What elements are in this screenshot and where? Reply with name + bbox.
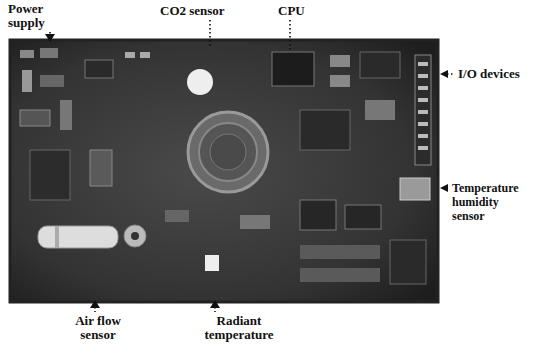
co2-sensor-core <box>210 134 246 170</box>
mounting-hole <box>131 232 139 240</box>
component <box>40 75 64 87</box>
arrowhead <box>45 34 55 42</box>
pin <box>418 146 428 150</box>
leader-line <box>289 20 291 50</box>
pin <box>418 86 428 90</box>
arrowhead <box>440 184 448 192</box>
component <box>330 55 350 67</box>
leader-line <box>49 32 51 34</box>
component <box>140 52 150 58</box>
component <box>365 100 395 120</box>
callout-label: CPU <box>278 4 318 18</box>
board-edge <box>10 40 438 302</box>
arrowhead <box>210 300 220 308</box>
component <box>60 100 72 130</box>
component <box>300 268 380 282</box>
pin <box>418 122 428 126</box>
component <box>90 150 112 186</box>
mounting-ring <box>124 225 146 247</box>
chip <box>360 52 400 78</box>
co2-sensor-mesh <box>199 123 257 181</box>
component <box>40 48 58 58</box>
callout-label: CO2 sensor <box>160 4 260 18</box>
capacitor <box>187 69 213 95</box>
callout-label: Temperature humidity sensor <box>452 181 534 223</box>
pin <box>418 110 428 114</box>
cpu-chip <box>272 52 314 86</box>
component <box>20 50 34 58</box>
leader-line <box>447 73 455 75</box>
chip <box>300 110 350 150</box>
leader-line <box>209 20 211 48</box>
pin <box>418 74 428 78</box>
chip <box>300 200 336 230</box>
component <box>330 75 350 87</box>
component <box>22 70 32 92</box>
circuit-board <box>10 40 438 302</box>
radiant-temperature-sensor <box>205 255 219 271</box>
temperature-humidity-sensor <box>400 178 430 200</box>
component <box>20 110 50 126</box>
callout-label: Air flow sensor <box>70 314 126 342</box>
callout-label: I/O devices <box>458 67 534 81</box>
chip <box>30 150 70 200</box>
chip <box>345 205 381 229</box>
arrowhead <box>440 70 448 78</box>
callout-label: Radiant temperature <box>196 314 282 342</box>
chip <box>390 240 426 284</box>
callout-label: Power supply <box>8 2 58 30</box>
component <box>125 52 135 58</box>
component <box>300 245 380 259</box>
air-flow-sensor <box>38 226 118 248</box>
component <box>165 210 189 222</box>
component <box>240 215 270 229</box>
pin <box>418 98 428 102</box>
air-flow-sensor-band <box>55 226 59 248</box>
pin <box>418 134 428 138</box>
io-connector <box>415 55 431 165</box>
pin <box>418 62 428 66</box>
arrowhead <box>90 300 100 308</box>
co2-sensor <box>188 112 268 192</box>
chip <box>85 60 113 78</box>
